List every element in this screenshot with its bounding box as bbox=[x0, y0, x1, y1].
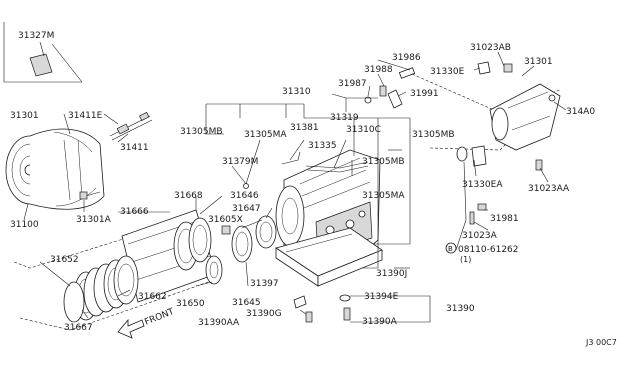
label-31305MB-right: 31305MB bbox=[412, 130, 455, 140]
label-bolt-qty: (1) bbox=[460, 255, 471, 264]
label-31305MB-left: 31305MB bbox=[180, 127, 223, 137]
label-31301-right: 31301 bbox=[524, 57, 553, 67]
seals bbox=[205, 215, 277, 285]
leader-lines bbox=[23, 51, 567, 323]
rear-small-parts bbox=[456, 145, 543, 225]
clutch-drum-stack bbox=[13, 209, 217, 331]
label-31668: 31668 bbox=[174, 191, 203, 201]
label-31390G: 31390G bbox=[246, 309, 282, 319]
label-31301A: 31301A bbox=[76, 215, 112, 225]
label-31991: 31991 bbox=[410, 89, 439, 99]
label-31652: 31652 bbox=[50, 255, 79, 265]
drain-bolts bbox=[293, 294, 351, 323]
label-31327M: 31327M bbox=[18, 31, 54, 41]
label-31379M: 31379M bbox=[222, 157, 258, 167]
label-31394E: 31394E bbox=[364, 292, 399, 302]
label-ref-code: J3 00C7 bbox=[585, 338, 617, 347]
label-31305MB-mid: 31305MB bbox=[362, 157, 405, 167]
inset-box-31327M bbox=[3, 22, 83, 83]
label-31981: 31981 bbox=[490, 214, 519, 224]
sensors bbox=[364, 67, 416, 109]
label-31397: 31397 bbox=[250, 279, 279, 289]
label-31390AA: 31390AA bbox=[198, 318, 240, 328]
label-31335: 31335 bbox=[308, 141, 337, 151]
oil-pan bbox=[275, 227, 383, 287]
label-31310C: 31310C bbox=[346, 125, 381, 135]
label-31605X: 31605X bbox=[208, 215, 243, 225]
label-31645: 31645 bbox=[232, 298, 261, 308]
label-31647: 31647 bbox=[232, 204, 261, 214]
label-31988: 31988 bbox=[364, 65, 393, 75]
label-31381: 31381 bbox=[290, 123, 319, 133]
label-31390J: 31390J bbox=[376, 269, 407, 279]
label-front: FRONT bbox=[143, 307, 176, 328]
tubes bbox=[243, 151, 369, 189]
extension-housing bbox=[411, 61, 561, 151]
label-bolt-code: 08110-61262 bbox=[458, 245, 519, 255]
label-31666: 31666 bbox=[120, 207, 149, 217]
label-31310: 31310 bbox=[282, 87, 311, 97]
label-31667: 31667 bbox=[64, 323, 93, 333]
label-31305MA-mid: 31305MA bbox=[362, 191, 405, 201]
label-31330E: 31330E bbox=[430, 67, 465, 77]
torque-converter bbox=[5, 128, 105, 210]
label-31305MA-top: 31305MA bbox=[244, 130, 287, 140]
part-labels: 31327M 31301 31411E 31411 31100 31301A 3… bbox=[10, 31, 617, 347]
label-31023A: 31023A bbox=[462, 231, 498, 241]
bolt-31301A bbox=[79, 191, 101, 200]
label-31987: 31987 bbox=[338, 79, 367, 89]
front-arrow bbox=[117, 318, 145, 339]
label-31330EA: 31330EA bbox=[462, 180, 503, 190]
label-31319: 31319 bbox=[330, 113, 359, 123]
label-31646: 31646 bbox=[230, 191, 259, 201]
label-31411: 31411 bbox=[120, 143, 149, 153]
label-31390: 31390 bbox=[446, 304, 475, 314]
label-31390A: 31390A bbox=[362, 317, 398, 327]
bolt-circle-marker bbox=[445, 242, 457, 254]
label-31662: 31662 bbox=[138, 292, 167, 302]
label-31100: 31100 bbox=[10, 220, 39, 230]
label-314A0: 314A0 bbox=[566, 107, 595, 117]
label-31986: 31986 bbox=[392, 53, 421, 63]
label-31301: 31301 bbox=[10, 111, 39, 121]
label-bolt-circle: B bbox=[448, 245, 453, 253]
label-31411E: 31411E bbox=[68, 111, 103, 121]
label-31023AB: 31023AB bbox=[470, 43, 511, 53]
label-31650: 31650 bbox=[176, 299, 205, 309]
input-shaft bbox=[109, 111, 153, 141]
label-31023AA: 31023AA bbox=[528, 184, 570, 194]
